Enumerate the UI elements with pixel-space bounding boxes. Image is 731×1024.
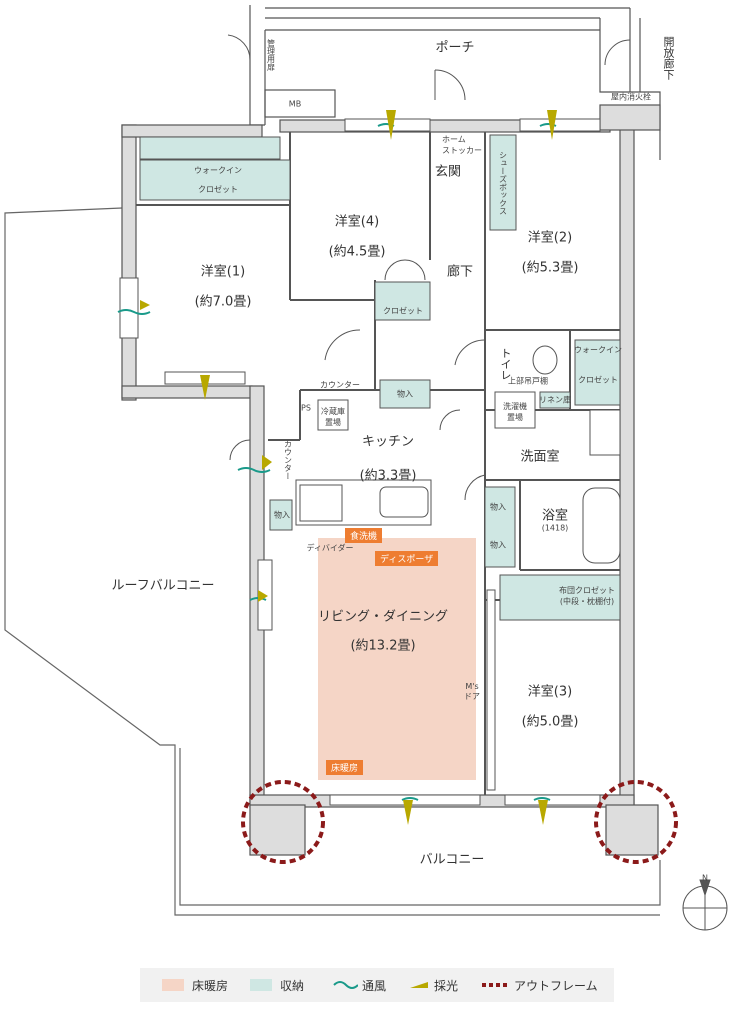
legend-outframe-icon (482, 983, 508, 987)
legend-daylight-icon (410, 982, 428, 988)
storage-kitchen-label: 物入 (397, 389, 413, 399)
disposer-tag: ディスポーザ (375, 551, 439, 566)
room3-size: (約5.0畳) (521, 714, 579, 730)
counter-vertical-label: カウンター (283, 440, 293, 480)
mb-label: MB (288, 99, 302, 109)
legend: 床暖房 収納 通風 採光 アウトフレーム (140, 968, 614, 1002)
corridor-label: 廊下 (446, 264, 474, 280)
legend-floor-heating-swatch (162, 979, 184, 991)
divider-label: ディバイダー (306, 543, 354, 553)
door-swings (227, 34, 631, 501)
washer-label: 洗濯機 置場 (503, 402, 527, 422)
room2-size: (約5.3畳) (521, 260, 579, 276)
storage-left-label: 物入 (274, 510, 290, 520)
kitchen-name: キッチン (361, 434, 415, 450)
counter-label: カウンター (320, 380, 360, 390)
daylight-markers (140, 110, 557, 825)
closet-room4-label: クロゼット (383, 306, 423, 316)
room3-name: 洋室(3) (527, 684, 573, 700)
storage-right1-label: 物入 (490, 502, 506, 512)
legend-ventilation-icon (333, 981, 358, 989)
compass (682, 879, 728, 931)
walkin2-label: ウォークイン (574, 345, 622, 355)
legend-storage: 収納 (280, 979, 305, 993)
storage-areas (139, 134, 621, 621)
legend-daylight: 採光 (434, 979, 459, 993)
legend-outframe: アウトフレーム (514, 979, 598, 993)
balcony-label: バルコニー (419, 852, 485, 868)
legend-ventilation: 通風 (362, 979, 387, 993)
ps-label: PS (301, 403, 311, 413)
genkan-label: 玄関 (434, 164, 462, 180)
pipe-space-door-label: 管理用扉 (266, 39, 276, 71)
bath-label: 浴室 (541, 508, 569, 524)
legend-storage-swatch (250, 979, 272, 991)
fridge-label: 冷蔵庫 置場 (321, 407, 345, 427)
roof-balcony-label: ルーフバルコニー (111, 578, 215, 594)
room2-name: 洋室(2) (527, 230, 573, 246)
shoes-box-label: シューズボックス (498, 151, 508, 215)
floor-heating-areas (318, 538, 476, 780)
bath-size: (1418) (541, 523, 569, 533)
washroom-label: 洗面室 (520, 449, 560, 465)
porch-area (249, 5, 661, 160)
floor-heating-tag: 床暖房 (326, 760, 364, 775)
fire-hydrant-label: 屋内消火栓 (611, 92, 651, 102)
living-size: (約13.2畳) (350, 638, 416, 654)
room1-size: (約7.0畳) (194, 294, 252, 310)
kitchen-size: (約3.3畳) (359, 468, 417, 484)
porch-label: ポーチ (435, 40, 475, 56)
dishwasher-tag: 食洗機 (345, 528, 383, 543)
outframe-circles (241, 780, 678, 864)
kitchen-fixtures (295, 345, 621, 564)
storage-right2-label: 物入 (490, 540, 506, 550)
north-label: N (702, 873, 708, 883)
walkin-closet-label: ウォークイン クロゼット (194, 166, 242, 194)
room4-name: 洋室(4) (334, 214, 380, 230)
futon-closet-label: 布団クロゼット (中段・枕棚付) (559, 586, 615, 606)
toilet-label: トイレ (499, 347, 512, 381)
linen-label: リネン庫 (539, 395, 571, 405)
room1-name: 洋室(1) (200, 264, 246, 280)
living-name: リビング・ダイニング (317, 609, 449, 625)
closet2-label: クロゼット (578, 375, 618, 385)
roof-balcony-outline (4, 207, 661, 916)
msdoor-label: M's ドア (464, 682, 480, 701)
open-corridor-label: 開放廊下 (662, 36, 675, 80)
upper-shelf-label: 上部吊戸棚 (508, 376, 548, 386)
room4-size: (約4.5畳) (328, 244, 386, 260)
home-stocker-label: ホーム ストッカー (442, 135, 482, 155)
legend-floor-heating: 床暖房 (192, 979, 229, 993)
